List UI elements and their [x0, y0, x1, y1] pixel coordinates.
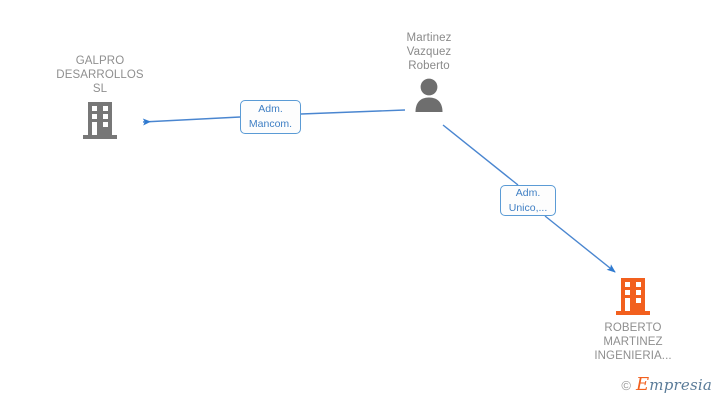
edge-label-adm-mancom-text: Adm. Mancom.	[248, 103, 293, 130]
edge-label-adm-unico[interactable]: Adm. Unico,...	[500, 185, 556, 216]
node-label-roberto-martinez: ROBERTO MARTINEZ INGENIERIA...	[594, 322, 672, 362]
brand-rest: mpresia	[649, 376, 712, 394]
brand-initial: E	[635, 374, 650, 395]
watermark-empresia: © Empresia	[621, 376, 712, 394]
edge-mancom-label-to-galpro	[142, 116, 241, 126]
edge-label-adm-mancom[interactable]: Adm. Mancom.	[240, 100, 301, 134]
node-label-galpro: GALPRO DESARROLLOS SL	[56, 55, 144, 95]
edge-label-adm-unico-text: Adm. Unico,...	[508, 186, 548, 214]
building-icon	[83, 102, 117, 139]
copyright-icon: ©	[621, 377, 631, 393]
building-icon	[616, 278, 650, 315]
node-company-roberto-martinez-ingenieria[interactable]: ROBERTO MARTINEZ INGENIERIA...	[563, 276, 703, 363]
node-person-martinez-vazquez-roberto[interactable]: Martinez Vazquez Roberto	[373, 31, 485, 112]
edge-person-to-unico-label	[442, 124, 519, 186]
person-icon	[415, 78, 443, 112]
node-company-galpro[interactable]: GALPRO DESARROLLOS SL	[38, 54, 162, 140]
brand-name: Empresia	[636, 376, 712, 394]
node-label-person: Martinez Vazquez Roberto	[406, 32, 452, 72]
edge-person-to-mancom-label	[300, 109, 406, 115]
edge-unico-label-to-roberto	[544, 215, 616, 273]
